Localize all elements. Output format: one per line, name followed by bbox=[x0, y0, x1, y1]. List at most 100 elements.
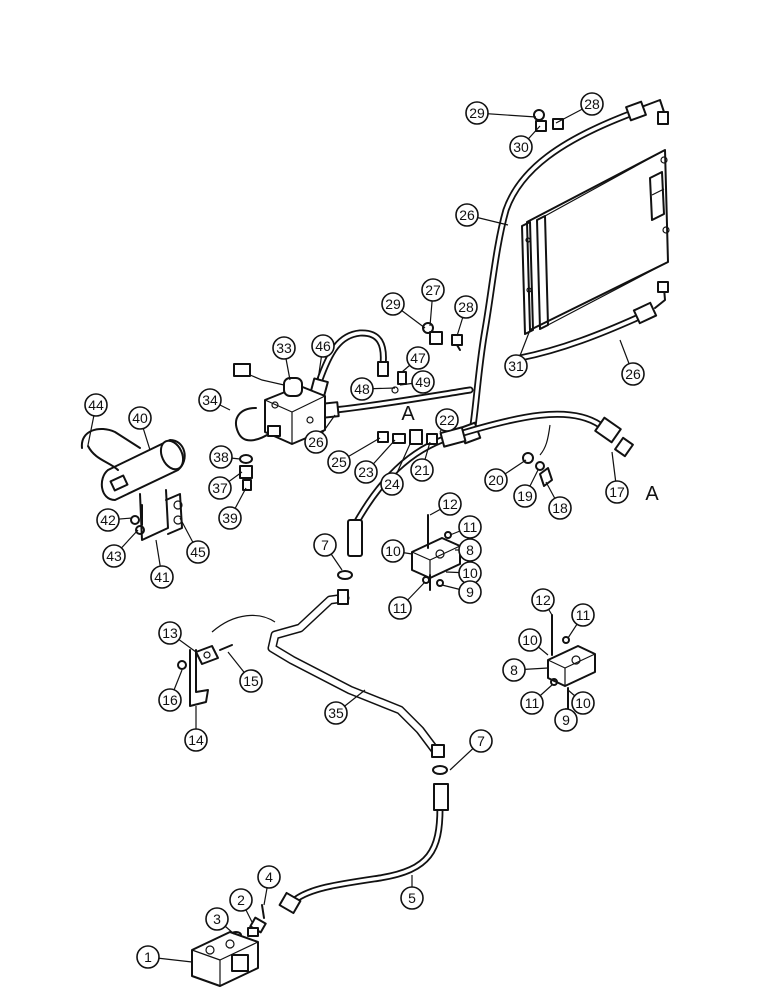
callout-circle bbox=[410, 458, 434, 482]
mounting-bracket bbox=[189, 614, 276, 707]
callout-number: 44 bbox=[88, 397, 104, 413]
callout-number: 22 bbox=[439, 412, 455, 428]
callout-circle bbox=[465, 101, 489, 125]
callout-number: 10 bbox=[462, 565, 478, 581]
callout-10: 10 bbox=[571, 691, 595, 715]
callout-circle bbox=[381, 292, 405, 316]
callout-31: 31 bbox=[504, 354, 528, 378]
callout-47: 47 bbox=[406, 346, 430, 370]
callout-23: 23 bbox=[354, 460, 378, 484]
callout-2: 2 bbox=[229, 888, 253, 912]
callout-circle bbox=[531, 588, 555, 612]
callout-circle bbox=[504, 354, 528, 378]
callout-number: 17 bbox=[609, 484, 625, 500]
callout-number: 2 bbox=[237, 892, 245, 908]
screws bbox=[130, 515, 570, 686]
callout-number: 10 bbox=[522, 632, 538, 648]
callout-21: 21 bbox=[410, 458, 434, 482]
callout-14: 14 bbox=[184, 728, 208, 752]
callout-circle bbox=[158, 688, 182, 712]
callout-7: 7 bbox=[469, 729, 493, 753]
callout-40: 40 bbox=[128, 406, 152, 430]
callout-29: 29 bbox=[381, 292, 405, 316]
callout-number: 11 bbox=[393, 600, 408, 616]
callout-41: 41 bbox=[150, 565, 174, 589]
callout-number: 14 bbox=[188, 732, 204, 748]
callout-number: 30 bbox=[513, 139, 529, 155]
callout-7: 7 bbox=[313, 533, 337, 557]
hose-46 bbox=[309, 329, 389, 399]
callout-number: 4 bbox=[265, 869, 273, 885]
callout-circle bbox=[469, 729, 493, 753]
callout-13: 13 bbox=[158, 621, 182, 645]
callout-number: 39 bbox=[222, 510, 238, 526]
hose-clamp-block-lower bbox=[547, 614, 596, 711]
callout-number: 10 bbox=[575, 695, 591, 711]
callout-circle bbox=[208, 476, 232, 500]
callout-number: 28 bbox=[584, 96, 600, 112]
callout-number: 7 bbox=[477, 733, 485, 749]
callout-circle bbox=[350, 377, 374, 401]
callout-number: 9 bbox=[466, 584, 474, 600]
callout-8: 8 bbox=[458, 538, 482, 562]
callout-28: 28 bbox=[454, 295, 478, 319]
callout-11: 11 bbox=[388, 596, 412, 620]
callout-34: 34 bbox=[198, 388, 222, 412]
callout-circle bbox=[218, 506, 242, 530]
callout-38: 38 bbox=[209, 445, 233, 469]
callout-number: 40 bbox=[132, 410, 148, 426]
callout-9: 9 bbox=[554, 708, 578, 732]
callout-11: 11 bbox=[571, 603, 595, 627]
callout-3: 3 bbox=[205, 907, 229, 931]
callout-45: 45 bbox=[186, 540, 210, 564]
callout-number: 16 bbox=[162, 692, 178, 708]
callout-number: 11 bbox=[576, 607, 591, 623]
callout-48: 48 bbox=[350, 377, 374, 401]
callout-circle bbox=[84, 393, 108, 417]
callout-number: 1 bbox=[144, 949, 152, 965]
callout-43: 43 bbox=[102, 544, 126, 568]
callout-number: 47 bbox=[410, 350, 426, 366]
callout-number: 24 bbox=[384, 476, 400, 492]
callout-circle bbox=[435, 408, 459, 432]
callout-circle bbox=[304, 430, 328, 454]
callout-number: 25 bbox=[331, 454, 347, 470]
callout-circle bbox=[257, 865, 281, 889]
callout-number: 42 bbox=[100, 512, 116, 528]
callout-number: 49 bbox=[415, 374, 431, 390]
callout-circle bbox=[311, 334, 335, 358]
callout-12: 12 bbox=[438, 492, 462, 516]
callout-circle bbox=[513, 484, 537, 508]
callout-circle bbox=[400, 886, 424, 910]
callout-circle bbox=[388, 596, 412, 620]
callout-circle bbox=[509, 135, 533, 159]
callout-circle bbox=[458, 538, 482, 562]
reference-letter: A bbox=[401, 403, 415, 425]
callout-number: 41 bbox=[154, 569, 170, 585]
callout-28: 28 bbox=[580, 92, 604, 116]
reference-letter: A bbox=[645, 483, 659, 505]
callout-number: 48 bbox=[354, 381, 370, 397]
callout-18: 18 bbox=[548, 496, 572, 520]
callout-circle bbox=[406, 346, 430, 370]
valve-block bbox=[191, 931, 259, 987]
callout-number: 33 bbox=[276, 340, 292, 356]
callout-circle bbox=[324, 701, 348, 725]
callout-circle bbox=[518, 628, 542, 652]
callout-16: 16 bbox=[158, 688, 182, 712]
callout-number: 35 bbox=[328, 705, 344, 721]
callout-circle bbox=[605, 480, 629, 504]
callout-number: 46 bbox=[315, 338, 331, 354]
callout-20: 20 bbox=[484, 468, 508, 492]
o-ring-upper bbox=[337, 570, 353, 580]
callout-number: 5 bbox=[408, 890, 416, 906]
callout-26: 26 bbox=[304, 430, 328, 454]
callout-circle bbox=[548, 496, 572, 520]
callout-22: 22 bbox=[435, 408, 459, 432]
small-hardware bbox=[391, 109, 564, 487]
callout-number: 12 bbox=[535, 592, 551, 608]
callout-number: 3 bbox=[213, 911, 221, 927]
callout-26: 26 bbox=[621, 362, 645, 386]
callout-circle bbox=[184, 728, 208, 752]
